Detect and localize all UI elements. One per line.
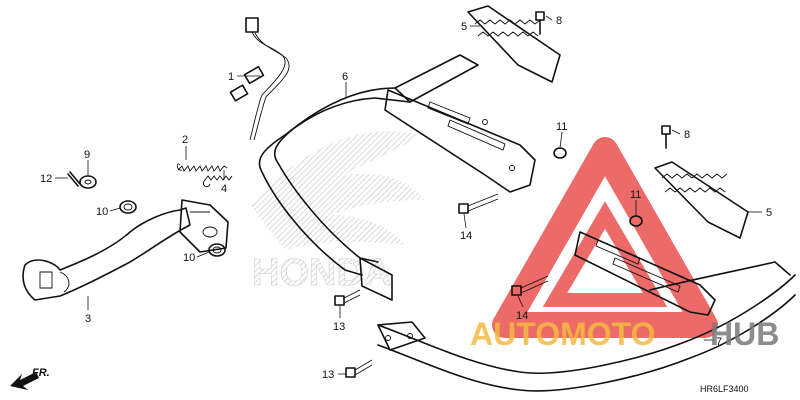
bolt-8-lower <box>661 125 671 149</box>
honda-wordmark: HONDA <box>252 252 391 294</box>
bolt-13-lower <box>345 359 373 378</box>
bolt-13-upper <box>334 289 361 306</box>
bolt-8-upper <box>535 11 545 35</box>
automotohub-text-watermark: AUTOMOTO HUB <box>470 316 779 352</box>
direction-arrow-icon <box>10 372 39 390</box>
watermark-auto: AUTOMOTO <box>470 316 655 352</box>
automotohub-triangle-logo <box>492 137 718 338</box>
callout-10-upper: 10 <box>96 206 108 218</box>
callout-6: 6 <box>342 71 348 83</box>
bush-10-lower <box>208 243 226 257</box>
pin-12 <box>67 171 81 187</box>
callout-5-upper: 5 <box>461 21 467 33</box>
callout-10-lower: 10 <box>183 252 195 264</box>
callout-12: 12 <box>40 173 52 185</box>
bolt-14-lower <box>511 275 549 296</box>
step-bar-left <box>258 54 536 301</box>
step-bar-right <box>377 231 796 392</box>
callout-3: 3 <box>85 313 91 325</box>
bush-10-upper <box>119 200 137 214</box>
watermark-hub: HUB <box>710 316 779 352</box>
callout-5-lower: 5 <box>766 207 772 219</box>
callout-11-upper: 11 <box>556 121 567 133</box>
nut-11-upper <box>553 147 567 159</box>
callout-13-upper: 13 <box>333 321 345 333</box>
callout-13-lower: 13 <box>322 369 334 381</box>
return-spring <box>176 163 228 172</box>
direction-label: FR. <box>32 367 50 379</box>
leader-lines <box>55 15 762 375</box>
washer-9 <box>79 175 97 189</box>
diagram-code: HR6LF3400 <box>700 384 749 394</box>
footpeg-upper <box>467 5 561 83</box>
front-direction-indicator: FR. <box>10 367 50 390</box>
callout-8-upper: 8 <box>556 15 562 27</box>
callout-9: 9 <box>84 149 90 161</box>
callout-labels: 1 2 3 4 5 5 6 7 8 8 9 10 10 11 11 12 13 … <box>40 15 772 381</box>
switch-spring <box>202 175 233 188</box>
callout-7: 7 <box>716 336 722 348</box>
callout-14-lower: 14 <box>516 310 528 322</box>
brake-switch <box>229 17 290 141</box>
callout-11-lower: 11 <box>630 189 641 201</box>
callout-14-upper: 14 <box>460 230 472 242</box>
honda-wing-watermark: HONDA <box>250 131 425 294</box>
brake-pedal <box>22 199 229 301</box>
callout-2: 2 <box>182 134 188 146</box>
callout-8-lower: 8 <box>684 129 690 141</box>
footpeg-lower <box>654 161 749 239</box>
bolt-14-upper <box>458 193 499 214</box>
callout-4: 4 <box>221 183 227 195</box>
callout-1: 1 <box>228 71 234 83</box>
